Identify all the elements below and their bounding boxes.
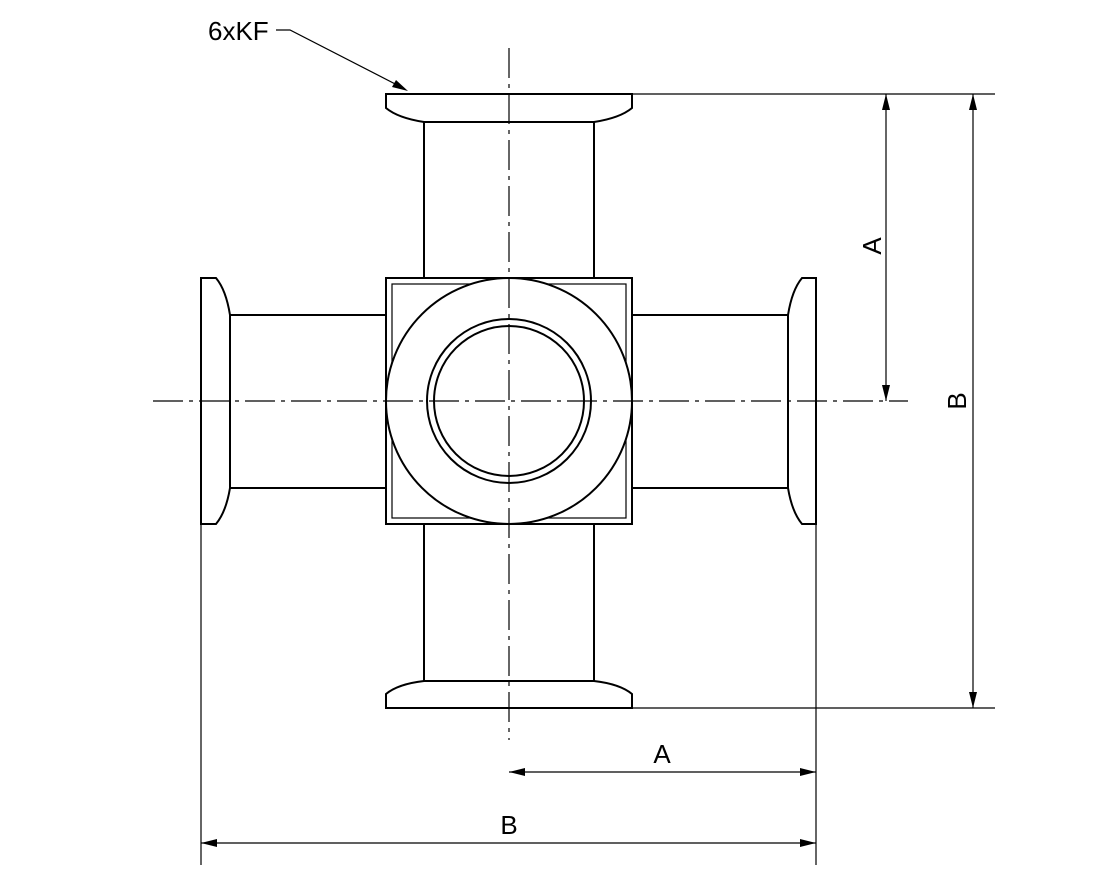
dim-a-vertical-label: A xyxy=(857,237,887,255)
callout-arrowhead xyxy=(392,80,408,91)
kf-callout: 6xKF xyxy=(208,16,408,91)
callout-label: 6xKF xyxy=(208,16,269,46)
dimension-b-horizontal: B xyxy=(201,810,816,847)
extension-lines xyxy=(200,93,995,865)
dim-b-vertical-label: B xyxy=(942,392,972,409)
callout-leader-line xyxy=(276,29,404,89)
dim-b-horizontal-label: B xyxy=(500,810,517,840)
dimension-a-horizontal: A xyxy=(509,739,816,776)
dimension-b-vertical: B xyxy=(942,94,977,708)
dim-a-horizontal-label: A xyxy=(653,739,671,769)
dimension-a-vertical: A xyxy=(857,94,890,401)
